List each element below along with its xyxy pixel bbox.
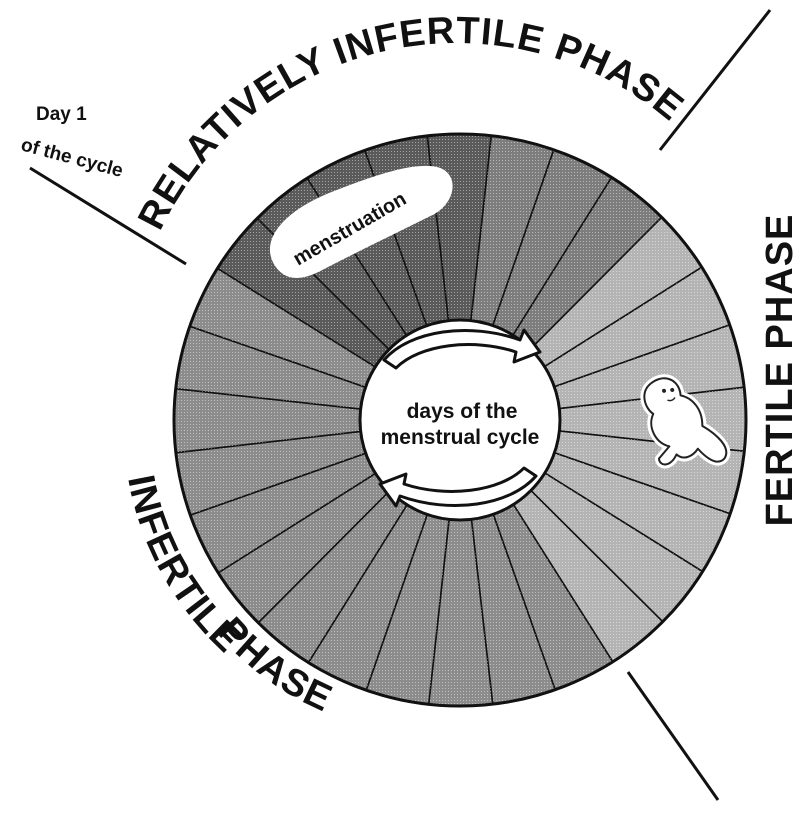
fertile-start-divider-line (660, 10, 770, 150)
center-text-line1: days of the (407, 400, 518, 423)
day-one-label: Day 1 (36, 104, 87, 125)
day-one-line2: of the cycle (19, 135, 125, 182)
center-text-line2: menstrual cycle (381, 426, 540, 449)
fertile-end-divider-line (628, 672, 718, 800)
fertile-phase-label: FERTILE PHASE (759, 214, 801, 527)
day-one-line1: Day 1 (36, 104, 87, 125)
